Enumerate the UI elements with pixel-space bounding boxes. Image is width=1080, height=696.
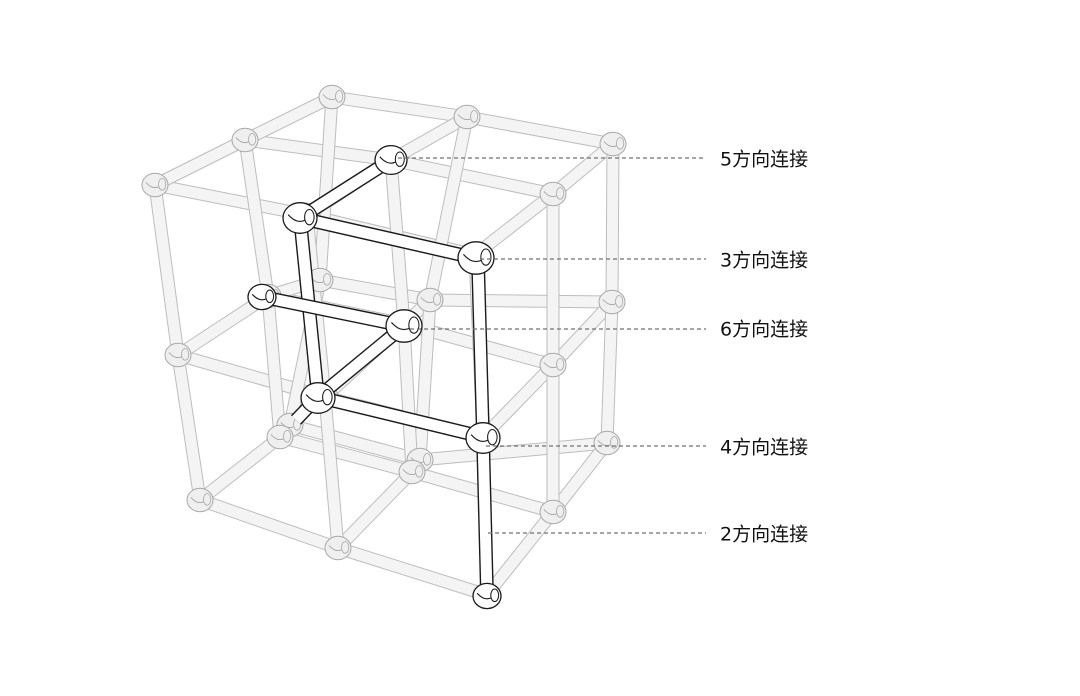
mid-left-joint-icon [248, 284, 276, 309]
faint-joint-2 [600, 132, 626, 155]
faint-joint-0 [319, 85, 345, 108]
faint-joint-6 [142, 173, 168, 196]
faint-joint-14 [540, 353, 566, 376]
faint-joint-24 [187, 488, 213, 511]
dark-pipe-right-vert [478, 262, 483, 437]
faint-pipe-28 [200, 500, 338, 548]
label-four-way: 4方向连接 [720, 439, 808, 458]
dark-pipe-right-lower [483, 437, 487, 595]
dark-pipe-low-width [318, 397, 483, 437]
label-two-way: 2方向连接 [720, 526, 808, 545]
dark-pipe-mid-width [258, 296, 404, 326]
faint-pipe-48 [155, 185, 178, 355]
faint-pipe-22 [553, 302, 612, 365]
faint-joint-3 [232, 128, 258, 151]
faint-joint-5 [540, 182, 566, 205]
faint-pipe-12 [320, 280, 430, 300]
faint-joint-11 [599, 290, 625, 313]
faint-pipe-4 [155, 185, 307, 215]
faint-pipe-3 [391, 160, 553, 194]
faint-joint-1 [454, 105, 480, 128]
corner-joint-icon [283, 203, 317, 234]
faint-pipe-35 [487, 512, 553, 595]
faint-pipe-45 [404, 324, 412, 472]
three-way-joint-icon [458, 242, 494, 274]
faint-pipe-36 [320, 97, 332, 280]
bottom-elbow-icon [473, 583, 501, 608]
faint-pipe-42 [245, 140, 268, 296]
faint-pipe-38 [430, 117, 467, 300]
faint-pipe-0 [332, 97, 467, 117]
faint-pipe-1 [467, 117, 613, 144]
four-way-joint-icon [301, 383, 335, 414]
t-joint-icon [466, 423, 500, 454]
faint-pipe-43 [268, 296, 280, 437]
label-five-way: 5方向连接 [720, 151, 808, 170]
faint-pipe-2 [245, 140, 391, 160]
faint-pipe-31 [200, 437, 280, 500]
faint-joint-21 [267, 425, 293, 448]
highlighted-pipe-assembly [248, 146, 501, 609]
faint-joint-10 [417, 288, 443, 311]
faint-pipe-41 [607, 302, 612, 443]
label-six-way: 6方向连接 [720, 321, 808, 340]
faint-joint-23 [540, 500, 566, 523]
faint-pipe-33 [338, 472, 412, 548]
faint-joint-15 [165, 343, 191, 366]
faint-joint-20 [594, 431, 620, 454]
faint-pipe-29 [338, 548, 487, 595]
faint-joint-22 [399, 460, 425, 483]
five-way-joint-icon [375, 146, 407, 175]
faint-pipe-51 [325, 397, 338, 548]
six-way-joint-icon [386, 310, 422, 342]
faint-joint-25 [325, 536, 351, 559]
faint-pipe-13 [430, 300, 612, 302]
faint-pipe-49 [178, 355, 200, 500]
label-three-way: 3方向连接 [720, 252, 808, 271]
faint-pipe-40 [612, 144, 613, 302]
faint-pipe-6 [245, 97, 332, 140]
faint-pipe-7 [155, 140, 245, 185]
